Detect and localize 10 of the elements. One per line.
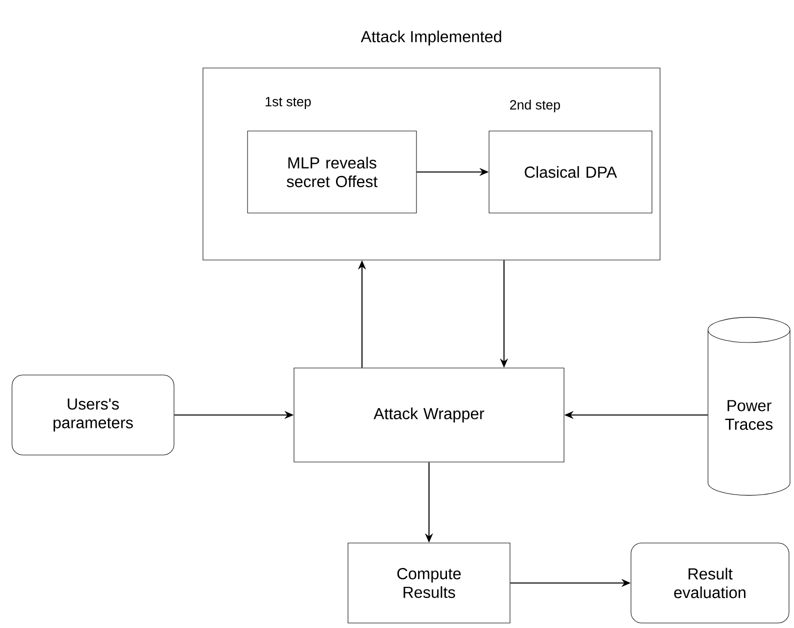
process-box: Clasical DPA xyxy=(488,130,652,214)
rounded-box: Result evaluation xyxy=(630,542,790,624)
rounded-box: Users's parameters xyxy=(12,374,174,456)
process-box: Compute Results xyxy=(348,542,510,624)
process-box: MLP reveals secret Offest xyxy=(247,130,417,214)
database-cylinder: Power Traces xyxy=(708,317,790,496)
step-label: 1st step xyxy=(266,97,311,109)
step-label: 2nd step xyxy=(510,100,560,112)
process-box: Attack Wrapper xyxy=(294,368,564,462)
node-label: Attack Implemented xyxy=(360,30,502,46)
